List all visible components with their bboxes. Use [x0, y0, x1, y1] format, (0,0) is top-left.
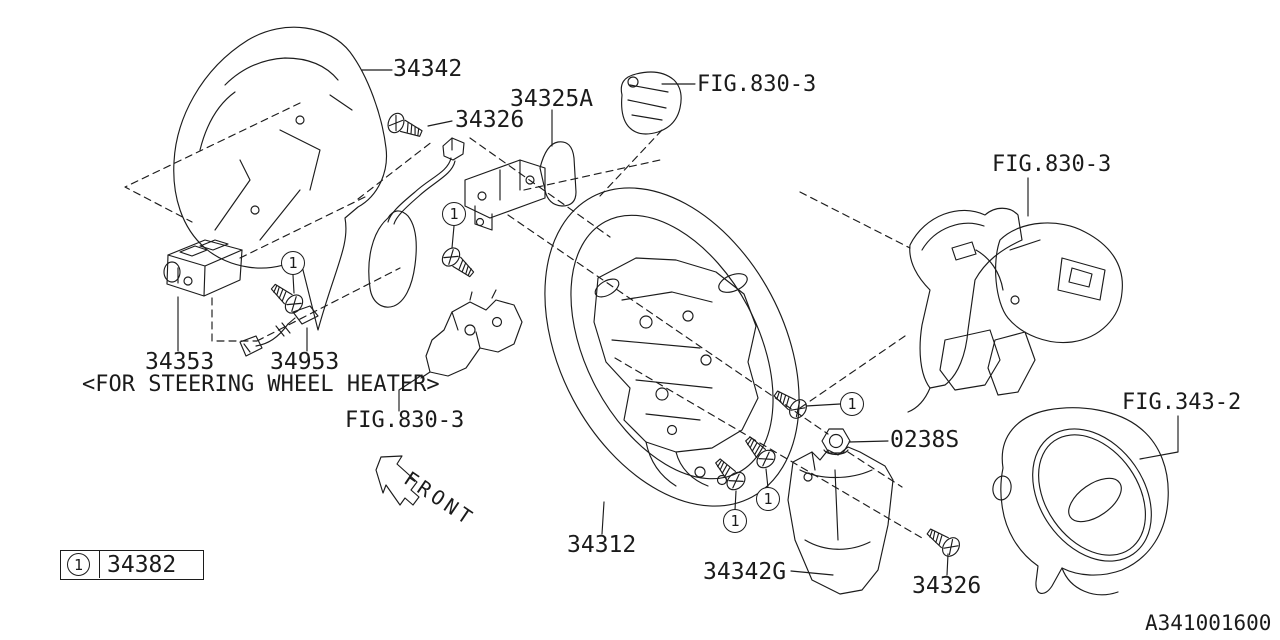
- screw-fasteners: [266, 110, 964, 561]
- label-heater-note: <FOR STEERING WHEEL HEATER>: [82, 372, 440, 397]
- legend-part-number: 34382: [107, 552, 177, 578]
- callout-1-heater-screw: 1: [281, 251, 305, 275]
- label-screw-lower: 34326: [912, 573, 982, 599]
- legend-divider: [99, 551, 100, 578]
- label-fig-column-switch-lower: FIG.830-3: [345, 408, 465, 433]
- airbag-module-drawing: [992, 407, 1169, 596]
- callout-1-wheel-screw-lower-left: 1: [723, 509, 747, 533]
- heater-unit-drawing: [163, 239, 243, 297]
- callout-1-bracket-screw: 1: [442, 202, 466, 226]
- projection-dashed-lines: [124, 102, 923, 539]
- label-cover-lower: 34342G: [703, 559, 787, 585]
- steering-wheel-drawing: [544, 187, 800, 507]
- legend-box: 1 34382: [60, 550, 204, 580]
- label-fig-switch-assembly-right: FIG.830-3: [992, 152, 1112, 177]
- label-screw-upper: 34326: [455, 107, 525, 133]
- column-cover-upper-drawing: [173, 26, 388, 331]
- callout-1-wheel-screw-right: 1: [840, 392, 864, 416]
- column-cover-lower-drawing: [787, 446, 894, 595]
- flange-nut-drawing: [821, 428, 851, 456]
- label-heater-cord: 34953: [270, 349, 340, 375]
- label-leader-lines: [177, 69, 1179, 576]
- legend-callout-symbol: 1: [67, 553, 90, 576]
- column-switch-lower-drawing: [420, 289, 523, 379]
- label-fig-airbag-module: FIG.343-2: [1122, 390, 1242, 415]
- front-arrow: [375, 455, 420, 506]
- label-steering-wheel: 34312: [567, 532, 637, 558]
- drawing-number: A341001600: [1145, 611, 1272, 635]
- label-switch-bracket: 34325A: [510, 86, 594, 112]
- callout-1-wheel-screw-lower-right: 1: [756, 487, 780, 511]
- paddle-switch-upper-drawing: [620, 71, 682, 135]
- switch-assembly-right-drawing: [907, 207, 1123, 413]
- label-cover-upper: 34342: [393, 56, 463, 82]
- switch-bracket-assembly-drawing: [368, 137, 577, 308]
- label-heater-unit: 34353: [145, 349, 215, 375]
- heater-cord-drawing: [239, 305, 319, 357]
- label-fig-paddle-switch-upper: FIG.830-3: [697, 72, 817, 97]
- label-nut: 0238S: [890, 427, 960, 453]
